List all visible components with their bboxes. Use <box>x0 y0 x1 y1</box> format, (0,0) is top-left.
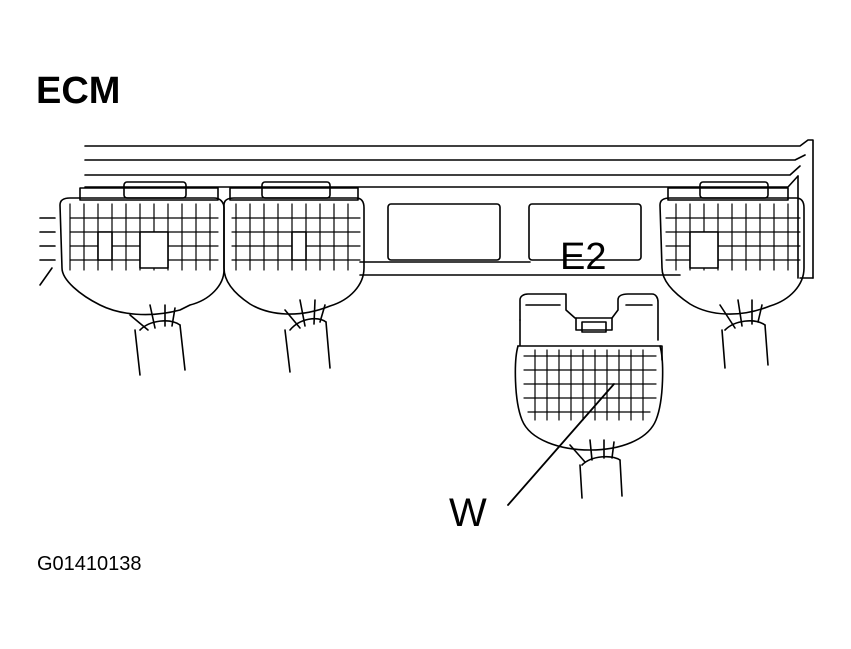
figure-code: G01410138 <box>37 553 142 575</box>
wire-label-w: W <box>449 491 487 535</box>
housing-window-left <box>387 203 501 261</box>
connector-2 <box>223 181 365 373</box>
connector-label-e2: E2 <box>560 236 607 278</box>
page-title: ECM <box>36 70 121 112</box>
connector-3 <box>659 181 805 369</box>
housing-window-right <box>528 203 642 261</box>
ecm-housing <box>39 139 814 286</box>
connector-1 <box>59 181 225 376</box>
connector-e2 <box>514 293 664 499</box>
wire-leader-line <box>507 383 615 506</box>
